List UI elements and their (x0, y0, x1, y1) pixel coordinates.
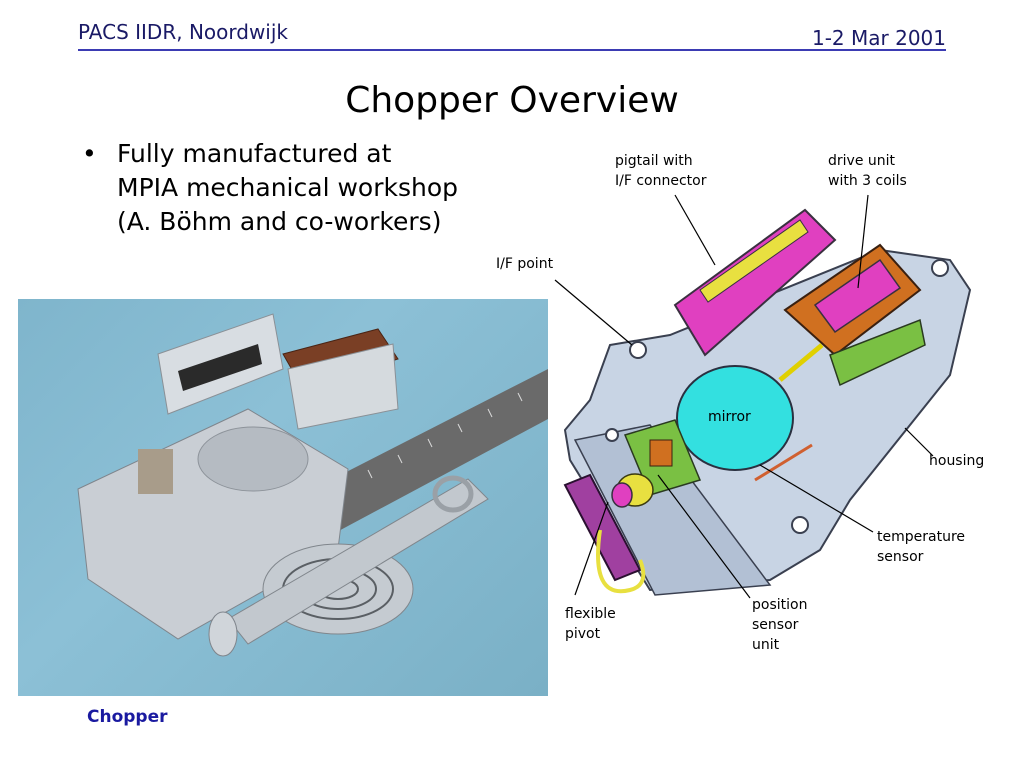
chopper-cad-graphic (554, 194, 972, 599)
cad-pivot-cable (596, 529, 646, 594)
photo-connector-pins (178, 344, 262, 391)
photo-pivot-arm (227, 478, 489, 645)
photo-housing-recess (197, 426, 309, 492)
label-drive-unit: drive unit with 3 coils (828, 153, 907, 189)
cad-leader-lines (554, 194, 934, 599)
ruler (313, 369, 548, 534)
photo-pivot-ring (432, 475, 474, 513)
bullet-line-1: Fully manufactured at (117, 139, 392, 168)
header-date-text: 1-2 Mar 2001 (811, 26, 946, 50)
header-left-text: PACS IIDR, Noordwijk (78, 20, 288, 44)
header-rule (78, 49, 946, 51)
cad-drive-coil (813, 258, 902, 334)
slide-title: Chopper Overview (345, 80, 679, 121)
cad-pigtail-connector (673, 208, 837, 357)
cad-pigtail-pins (699, 219, 809, 303)
photo-drive-block (287, 343, 399, 430)
cad-flexible-pivot (611, 482, 633, 508)
cad-position-sensor-core (649, 439, 673, 467)
cad-mount-holes (605, 259, 949, 534)
cad-drive-arm (778, 343, 824, 382)
cad-housing-edge (573, 424, 772, 596)
label-housing: housing (929, 453, 985, 469)
bullet-line-3: (A. Böhm and co-workers) (117, 207, 442, 236)
cad-drive-mount (829, 318, 926, 387)
cad-mirror (676, 365, 794, 471)
photo-caption: Chopper (87, 707, 168, 727)
chopper-diagram: pigtail with I/F connector drive unit wi… (496, 140, 1010, 660)
cad-temperature-sensor (754, 443, 813, 482)
photo-sensor-part (138, 449, 173, 494)
label-position-sensor: position sensor unit (752, 597, 808, 653)
photo-pivot-end (208, 611, 238, 657)
chopper-photo-graphic (77, 313, 548, 657)
bullet-dot: • (82, 139, 97, 168)
chopper-photo (18, 299, 548, 696)
label-if-point: I/F point (496, 256, 554, 272)
label-temperature-sensor: temperature sensor (877, 529, 965, 565)
bullet-text: Fully manufactured at MPIA mechanical wo… (117, 137, 517, 239)
label-mirror: mirror (708, 409, 751, 425)
bullet-line-2: MPIA mechanical workshop (117, 173, 458, 202)
label-flexible-pivot: flexible pivot (565, 606, 616, 642)
label-pigtail: pigtail with I/F connector (615, 153, 707, 189)
